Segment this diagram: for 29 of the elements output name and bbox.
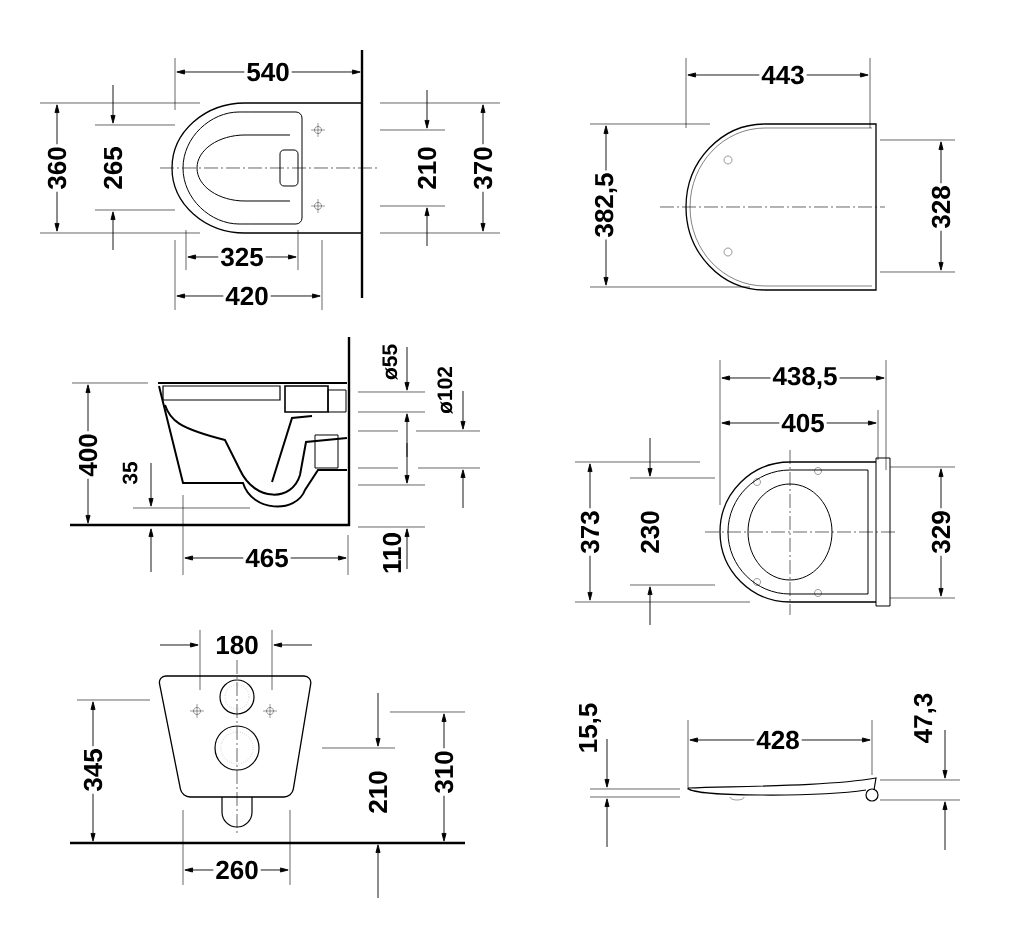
- dimension-label: 329: [929, 508, 953, 556]
- dimension-label: 230: [638, 508, 662, 556]
- dimension-label: 373: [578, 508, 602, 556]
- dimension-label: 180: [213, 633, 261, 657]
- dimension-label: 310: [432, 748, 456, 796]
- dimension-label: 265: [101, 144, 125, 192]
- dimension-label: 15,5: [577, 700, 603, 756]
- dimension-label: 465: [243, 546, 291, 570]
- dimension-label: ø102: [435, 364, 455, 416]
- dimension-label: 325: [218, 245, 266, 269]
- dimension-label: 420: [223, 284, 271, 308]
- dimension-label: 540: [244, 60, 292, 84]
- dimension-label: 400: [76, 431, 100, 479]
- dimension-label: 260: [213, 858, 261, 882]
- dimension-label: 47,3: [911, 690, 939, 746]
- dimension-label: ø55: [380, 341, 400, 383]
- dimension-label: 345: [81, 746, 105, 794]
- dimension-label: 35: [120, 459, 140, 487]
- dimension-label: 328: [929, 183, 953, 231]
- dimension-label: 428: [754, 728, 802, 752]
- dimension-label: 443: [759, 63, 807, 87]
- dimension-label: 405: [779, 411, 827, 435]
- dimension-label: 370: [471, 144, 495, 192]
- dimension-label: 360: [45, 144, 69, 192]
- dimension-label: 438,5: [770, 364, 840, 392]
- dimension-label: 210: [415, 144, 439, 192]
- dimension-label: 210: [366, 768, 390, 816]
- dimension-label: 110: [380, 530, 404, 576]
- dimension-label: 382,5: [592, 170, 620, 240]
